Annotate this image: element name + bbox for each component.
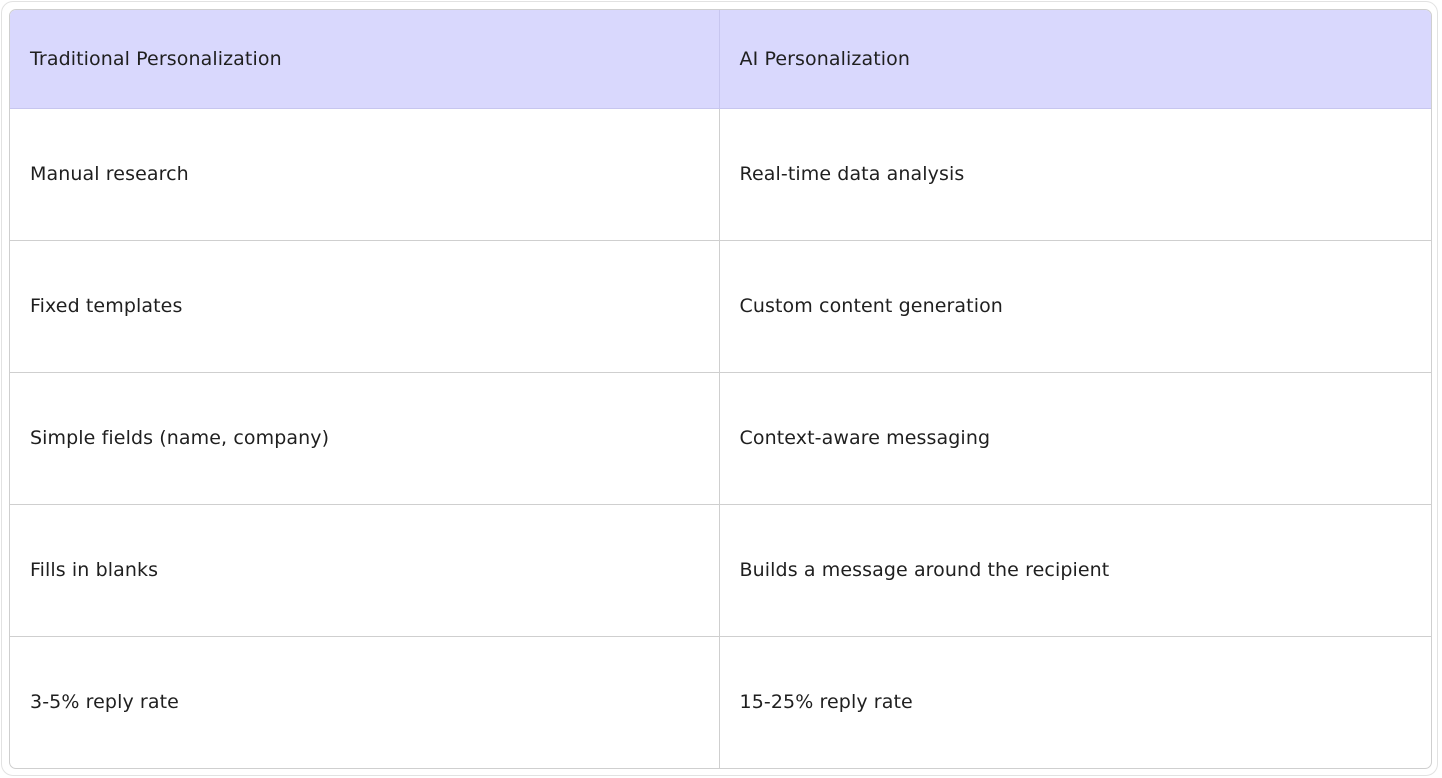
table-cell-ai: 15-25% reply rate	[718, 635, 1431, 768]
comparison-table-container: Traditional Personalization AI Personali…	[9, 9, 1432, 769]
table-row: Fixed templates Custom content generatio…	[10, 239, 1431, 372]
table-cell-ai: Real-time data analysis	[718, 108, 1431, 240]
table-row: Manual research Real-time data analysis	[10, 108, 1431, 240]
table-cell-traditional: Manual research	[30, 163, 189, 185]
comparison-table: Traditional Personalization AI Personali…	[10, 10, 1431, 768]
table-cell-traditional: Fixed templates	[10, 239, 719, 372]
table-row: Fills in blanks Builds a message around …	[10, 503, 1431, 636]
column-header-ai: AI Personalization	[718, 10, 1431, 109]
column-header-traditional: Traditional Personalization	[10, 10, 719, 109]
table-cell-ai: Builds a message around the recipient	[718, 503, 1431, 636]
table-cell-ai: Custom content generation	[718, 239, 1431, 372]
table-row: 3-5% reply rate 15-25% reply rate	[10, 635, 1431, 768]
table-cell-traditional: 3-5% reply rate	[10, 635, 719, 768]
table-cell-ai: Context-aware messaging	[718, 371, 1431, 504]
table-cell-traditional: Simple fields (name, company)	[10, 371, 719, 504]
table-row: Simple fields (name, company) Context-aw…	[10, 371, 1431, 504]
table-cell-traditional: Fills in blanks	[10, 503, 719, 636]
table-header-row: Traditional Personalization AI Personali…	[10, 10, 1431, 109]
